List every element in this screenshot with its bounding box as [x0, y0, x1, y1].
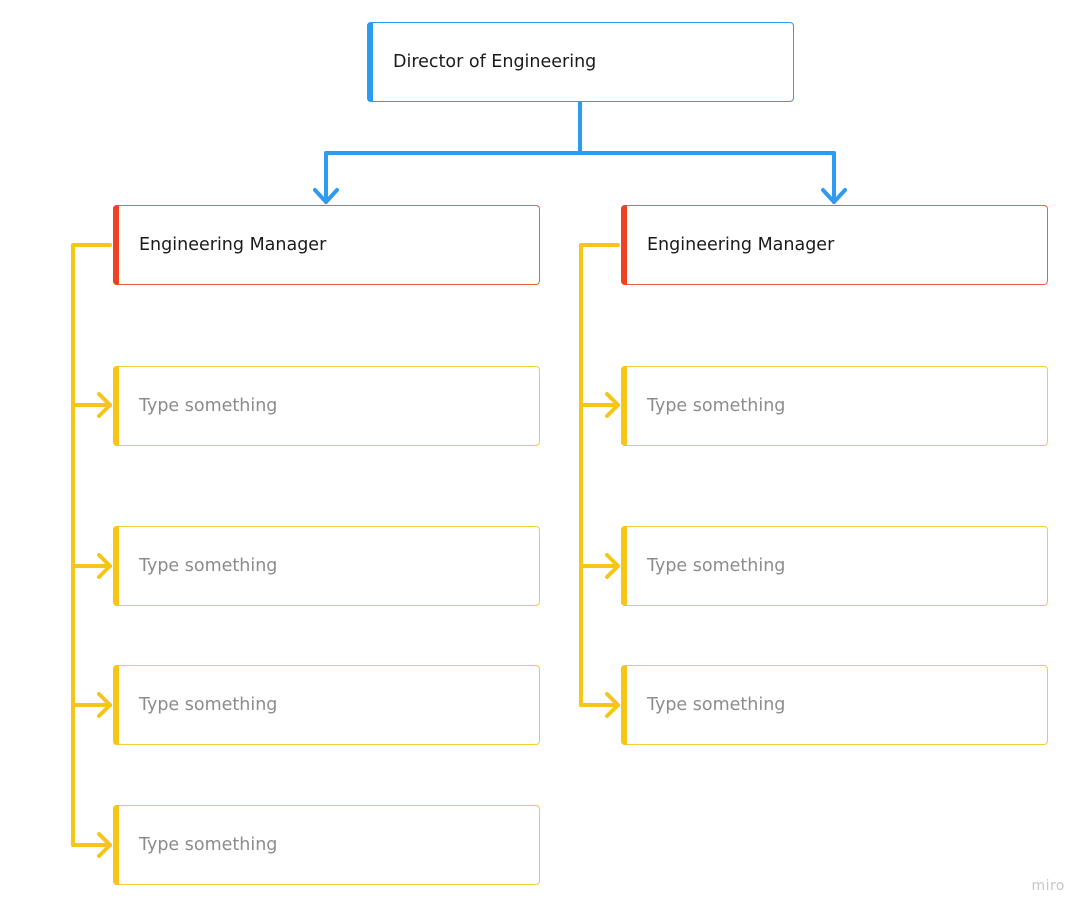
report-placeholder: Type something — [139, 695, 278, 715]
report-card-2-1[interactable]: Type something — [621, 366, 1048, 446]
manager-2-spine — [579, 243, 620, 707]
report-placeholder: Type something — [647, 695, 786, 715]
miro-watermark: miro — [1031, 878, 1065, 894]
report-placeholder: Type something — [139, 835, 278, 855]
report-card-2-2[interactable]: Type something — [621, 526, 1048, 606]
arrowhead-icon — [97, 553, 112, 579]
arrowhead-icon — [605, 392, 620, 418]
card-accent-bar — [621, 205, 627, 285]
arrowhead-icon — [97, 832, 112, 858]
card-accent-bar — [113, 205, 119, 285]
arrowhead-icon — [605, 692, 620, 718]
report-card-2-3[interactable]: Type something — [621, 665, 1048, 745]
card-accent-bar — [113, 366, 119, 446]
arrowhead-icon — [97, 392, 112, 418]
manager-card-2[interactable]: Engineering Manager — [621, 205, 1048, 285]
arrowhead-icon — [605, 553, 620, 579]
report-card-1-4[interactable]: Type something — [113, 805, 540, 885]
arrowhead-manager-2-icon — [821, 188, 847, 204]
card-accent-bar — [621, 665, 627, 745]
report-card-1-1[interactable]: Type something — [113, 366, 540, 446]
report-card-1-2[interactable]: Type something — [113, 526, 540, 606]
card-accent-bar — [113, 805, 119, 885]
manager-1-spine — [71, 243, 112, 847]
report-placeholder: Type something — [139, 556, 278, 576]
manager-card-1[interactable]: Engineering Manager — [113, 205, 540, 285]
arrowhead-icon — [97, 692, 112, 718]
arrowhead-manager-1-icon — [313, 188, 339, 204]
card-accent-bar — [113, 526, 119, 606]
report-placeholder: Type something — [647, 396, 786, 416]
manager-label: Engineering Manager — [139, 235, 327, 255]
director-card[interactable]: Director of Engineering — [367, 22, 794, 102]
report-placeholder: Type something — [139, 396, 278, 416]
card-accent-bar — [113, 665, 119, 745]
card-accent-bar — [621, 366, 627, 446]
card-accent-bar — [367, 22, 373, 102]
report-placeholder: Type something — [647, 556, 786, 576]
report-card-1-3[interactable]: Type something — [113, 665, 540, 745]
card-accent-bar — [621, 526, 627, 606]
manager-label: Engineering Manager — [647, 235, 835, 255]
director-label: Director of Engineering — [393, 52, 597, 72]
